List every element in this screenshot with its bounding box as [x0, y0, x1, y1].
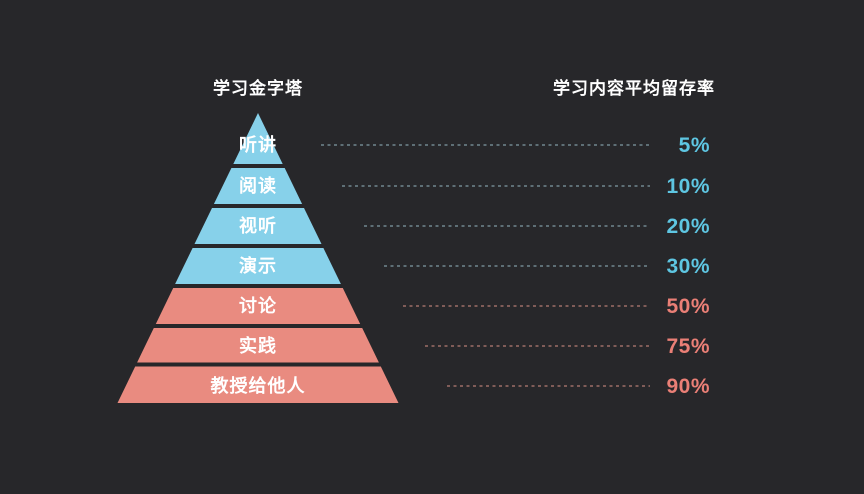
pyramid-level-shape	[175, 248, 341, 284]
retention-value: 20%	[666, 215, 710, 238]
retention-value: 5%	[679, 134, 710, 157]
level-label: 阅读	[239, 175, 277, 196]
retention-value: 50%	[666, 295, 710, 318]
pyramid-level-shape	[137, 328, 379, 363]
pyramid-level-shape	[155, 288, 361, 324]
pyramid-level-shape	[117, 366, 399, 403]
pyramid-level-shape	[213, 168, 303, 204]
pyramid-title: 学习金字塔	[213, 78, 303, 98]
retention-value: 30%	[666, 255, 710, 278]
level-label: 实践	[239, 335, 277, 356]
level-label: 演示	[239, 255, 277, 276]
level-label: 教授给他人	[211, 375, 306, 396]
level-label: 视听	[239, 215, 277, 236]
retention-value: 90%	[666, 375, 710, 398]
retention-value: 10%	[666, 175, 710, 198]
pyramid-level-shape	[233, 113, 283, 164]
level-label: 听讲	[239, 134, 277, 155]
pyramid-level-shape	[194, 208, 322, 244]
retention-title: 学习内容平均留存率	[553, 78, 715, 98]
level-label: 讨论	[239, 295, 277, 316]
retention-value: 75%	[666, 335, 710, 358]
